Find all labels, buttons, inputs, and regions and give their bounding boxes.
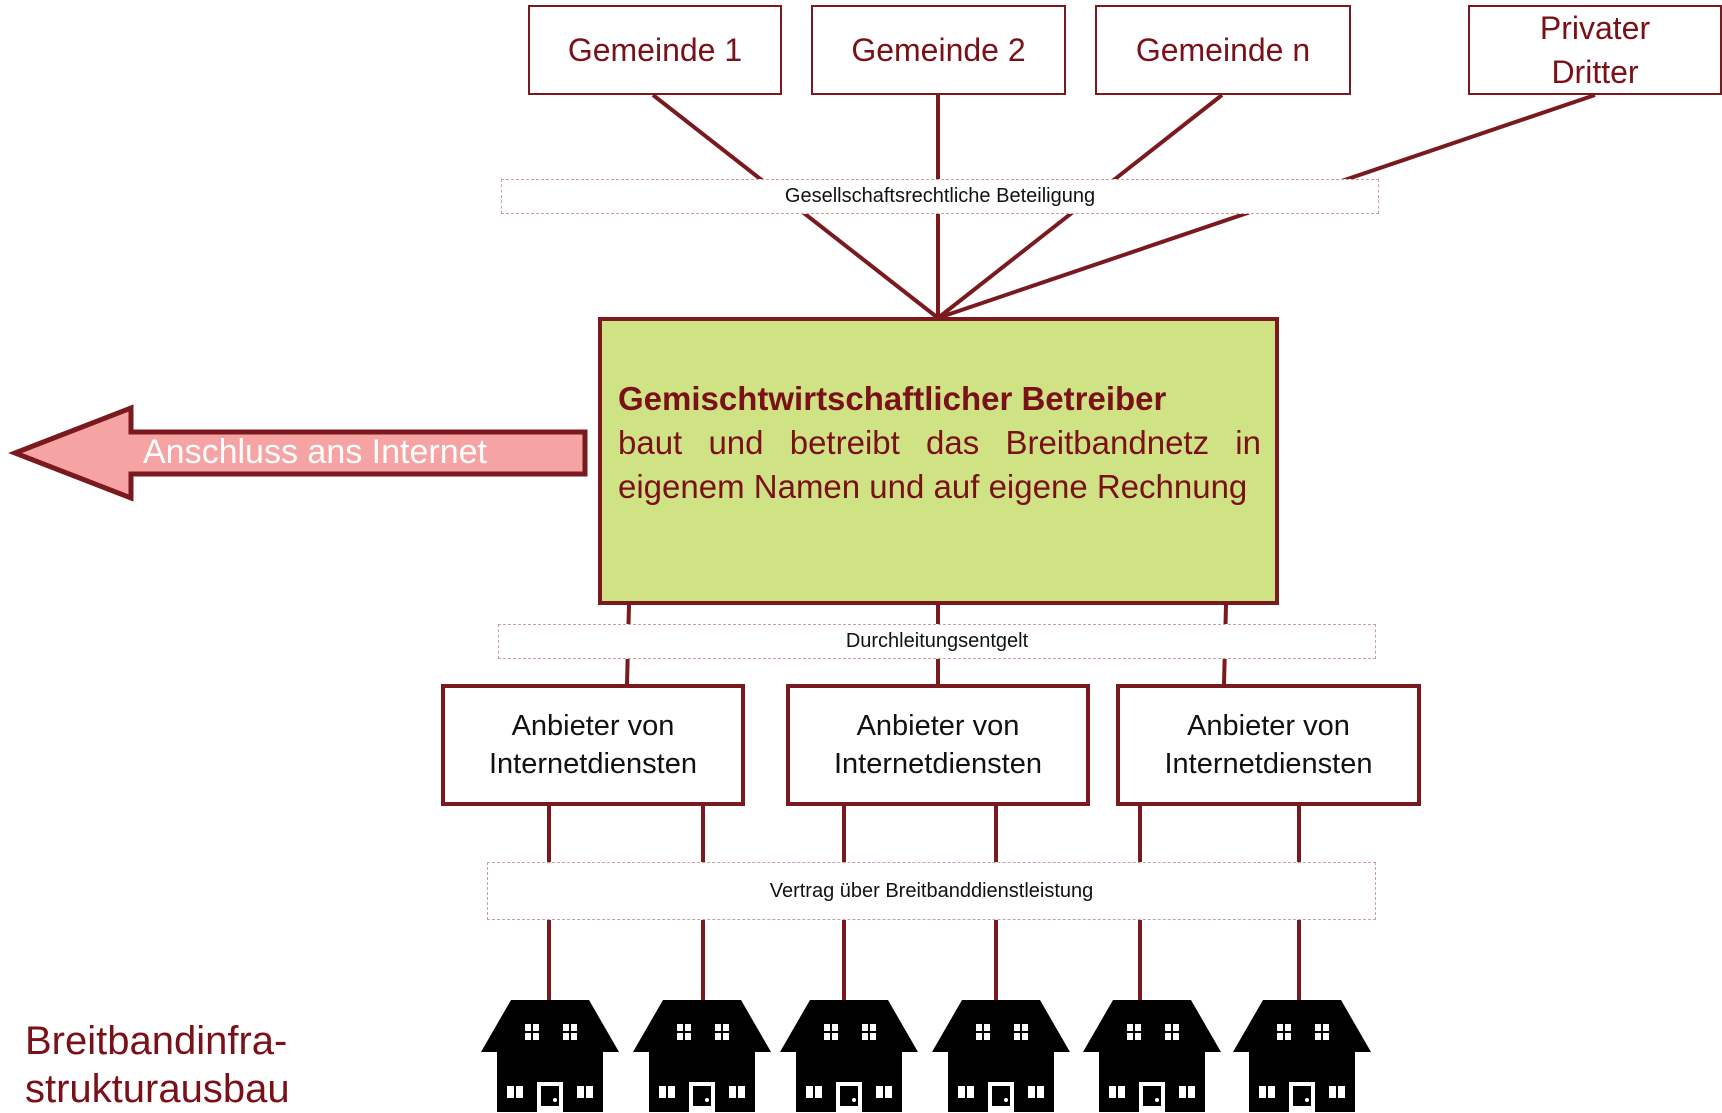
provider-line2: Internetdiensten [489,748,697,780]
provider-box-2: Anbieter von Internetdiensten [786,684,1090,806]
provider-line1: Anbieter von [1187,710,1350,742]
operator-title: Gemischtwirtschaftlicher Betreiber [618,380,1167,417]
internet-arrow-label: Anschluss ans Internet [143,433,487,471]
shareholder-gemeinde-1: Gemeinde 1 [528,5,782,95]
shareholder-private-third: Privater Dritter [1468,5,1722,95]
caption-line1: Breitbandinfra- [25,1019,288,1063]
diagram-caption: Breitbandinfra- strukturausbau [25,1017,290,1113]
provider-box-1: Anbieter von Internetdiensten [441,684,745,806]
house-icon [481,1000,619,1112]
operator-box: Gemischtwirtschaftlicher Betreiber baut … [598,317,1279,605]
provider-line2: Internetdiensten [1164,748,1373,780]
caption-line2: strukturausbau [25,1067,290,1111]
band-contract-label: Vertrag über Breitbanddienstleistung [769,879,1094,902]
house-icon [1083,1000,1221,1112]
left-arrow-icon [8,404,588,502]
operator-description: baut und betreibt das Breitbandnetz in e… [618,424,1261,505]
shareholder-gemeinde-2: Gemeinde 2 [811,5,1066,95]
band-transit-fee: Durchleitungsentgelt [498,624,1376,659]
band-participation-label: Gesellschaftsrechtliche Beteiligung [784,185,1096,207]
house-icon [633,1000,771,1112]
band-contract: Vertrag über Breitbanddienstleistung [487,862,1376,920]
provider-line1: Anbieter von [856,710,1020,742]
house-icon [932,1000,1070,1112]
provider-box-3: Anbieter von Internetdiensten [1116,684,1421,806]
private-third-line2: Dritter [1551,54,1639,90]
shareholder-label: Gemeinde 2 [851,32,1026,68]
house-icon [1233,1000,1371,1112]
band-transit-label: Durchleitungsentgelt [845,630,1029,652]
shareholder-gemeinde-n: Gemeinde n [1095,5,1351,95]
private-third-line1: Privater [1539,10,1651,46]
shareholder-label: Gemeinde 1 [567,32,743,68]
provider-line1: Anbieter von [511,710,675,742]
provider-line2: Internetdiensten [834,748,1042,780]
band-participation: Gesellschaftsrechtliche Beteiligung [501,179,1379,214]
shareholder-label: Gemeinde n [1135,32,1311,68]
house-icon [780,1000,918,1112]
